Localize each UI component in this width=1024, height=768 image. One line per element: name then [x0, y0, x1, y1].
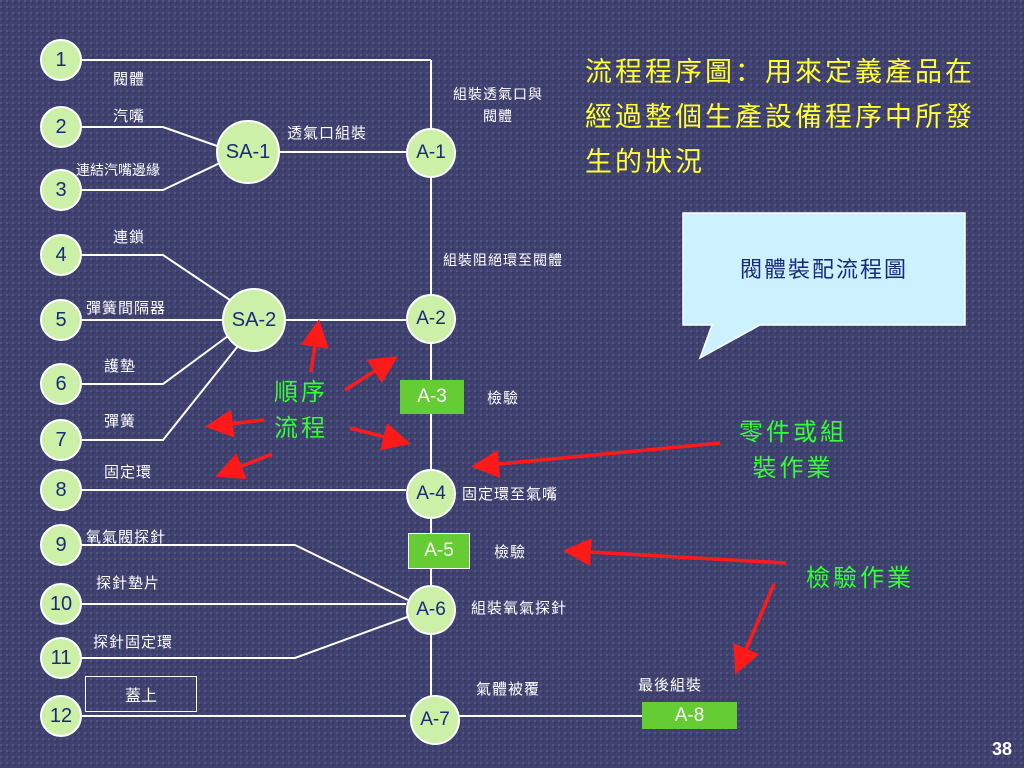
a3-label: 檢驗	[487, 389, 520, 407]
part-node-1: 1	[40, 39, 82, 81]
inspection-a3: A-3	[400, 380, 464, 414]
part-label-8: 固定環	[104, 463, 153, 481]
subassembly-sa1: SA-1	[216, 120, 280, 184]
arrow-seq-up	[301, 319, 329, 373]
part-node-2: 2	[40, 106, 82, 148]
connector-part-6	[81, 335, 229, 385]
inspection-a5: A-5	[408, 533, 470, 569]
sa1-label: 透氣口組裝	[287, 124, 368, 142]
part-label-2: 汽嘴	[113, 107, 146, 125]
arrow-seq-right	[349, 423, 411, 451]
a4-label: 固定環至氣嘴	[462, 485, 559, 503]
part-node-8: 8	[40, 469, 82, 511]
part-label-7: 彈簧	[104, 412, 137, 430]
callout-text: 閥體裝配流程圖	[739, 258, 908, 283]
part-label-12: 蓋上	[85, 676, 197, 712]
part-node-3: 3	[40, 169, 82, 211]
part-node-4: 4	[40, 234, 82, 276]
part-label-5: 彈簧間隔器	[86, 299, 167, 317]
subassembly-sa2: SA-2	[222, 288, 286, 352]
part-label-6: 護墊	[104, 357, 137, 375]
part-label-3: 連結汽嘴邊緣	[76, 163, 160, 179]
part-node-11: 11	[40, 637, 82, 679]
arrow-insp-to-a5	[563, 538, 787, 567]
a6-label: 組裝氧氣探針	[471, 599, 568, 617]
connector-part-7	[81, 345, 239, 441]
part-node-10: 10	[40, 583, 82, 625]
a7-label: 氣體被覆	[476, 680, 541, 698]
part-label-4: 連鎖	[113, 228, 146, 246]
part-node-9: 9	[40, 524, 82, 566]
connector-part-11	[81, 615, 411, 659]
part-node-6: 6	[40, 363, 82, 405]
connector-part-3	[81, 161, 223, 191]
annotation-sequence: 順序流程	[274, 378, 328, 442]
operation-a2: A-2	[406, 294, 456, 344]
page-number: 38	[991, 739, 1012, 759]
a8-label: 最後組裝	[638, 676, 703, 694]
operation-a4: A-4	[406, 469, 456, 519]
arrow-seq-upright	[344, 356, 398, 392]
page-title: 流程程序圖：用來定義產品在經過整個生產設備程序中所發生的狀況	[585, 57, 975, 178]
part-label-9: 氧氣閥探針	[86, 528, 167, 546]
part-label-11: 探針固定環	[93, 633, 174, 651]
connector-part-2	[81, 126, 221, 148]
arrow-parts-to-a4	[471, 441, 721, 478]
arrow-seq-left	[205, 409, 265, 438]
part-node-5: 5	[40, 299, 82, 341]
part-node-12: 12	[40, 695, 82, 737]
arrow-seq-downleft	[215, 452, 273, 480]
part-node-7: 7	[40, 419, 82, 461]
annotation-inspection: 檢驗作業	[806, 564, 914, 592]
part-label-1: 閥體	[113, 70, 146, 88]
part-label-10: 探針墊片	[96, 574, 161, 592]
a2-label: 組裝阻絕環至閥體	[443, 253, 563, 269]
operation-a7: A-7	[410, 695, 460, 745]
a1-label: 組裝透氣口與閥體	[453, 87, 543, 125]
operation-a8: A-8	[642, 702, 737, 729]
connector-part-4	[81, 254, 231, 301]
operation-a1: A-1	[406, 128, 456, 178]
callout-bubble	[682, 212, 966, 360]
annotation-parts-or-assembly: 零件或組裝作業	[739, 418, 847, 482]
arrow-insp-to-a8	[733, 583, 776, 675]
operation-a6: A-6	[406, 585, 456, 635]
a5-label: 檢驗	[494, 543, 527, 561]
connector-part-9	[81, 544, 409, 601]
